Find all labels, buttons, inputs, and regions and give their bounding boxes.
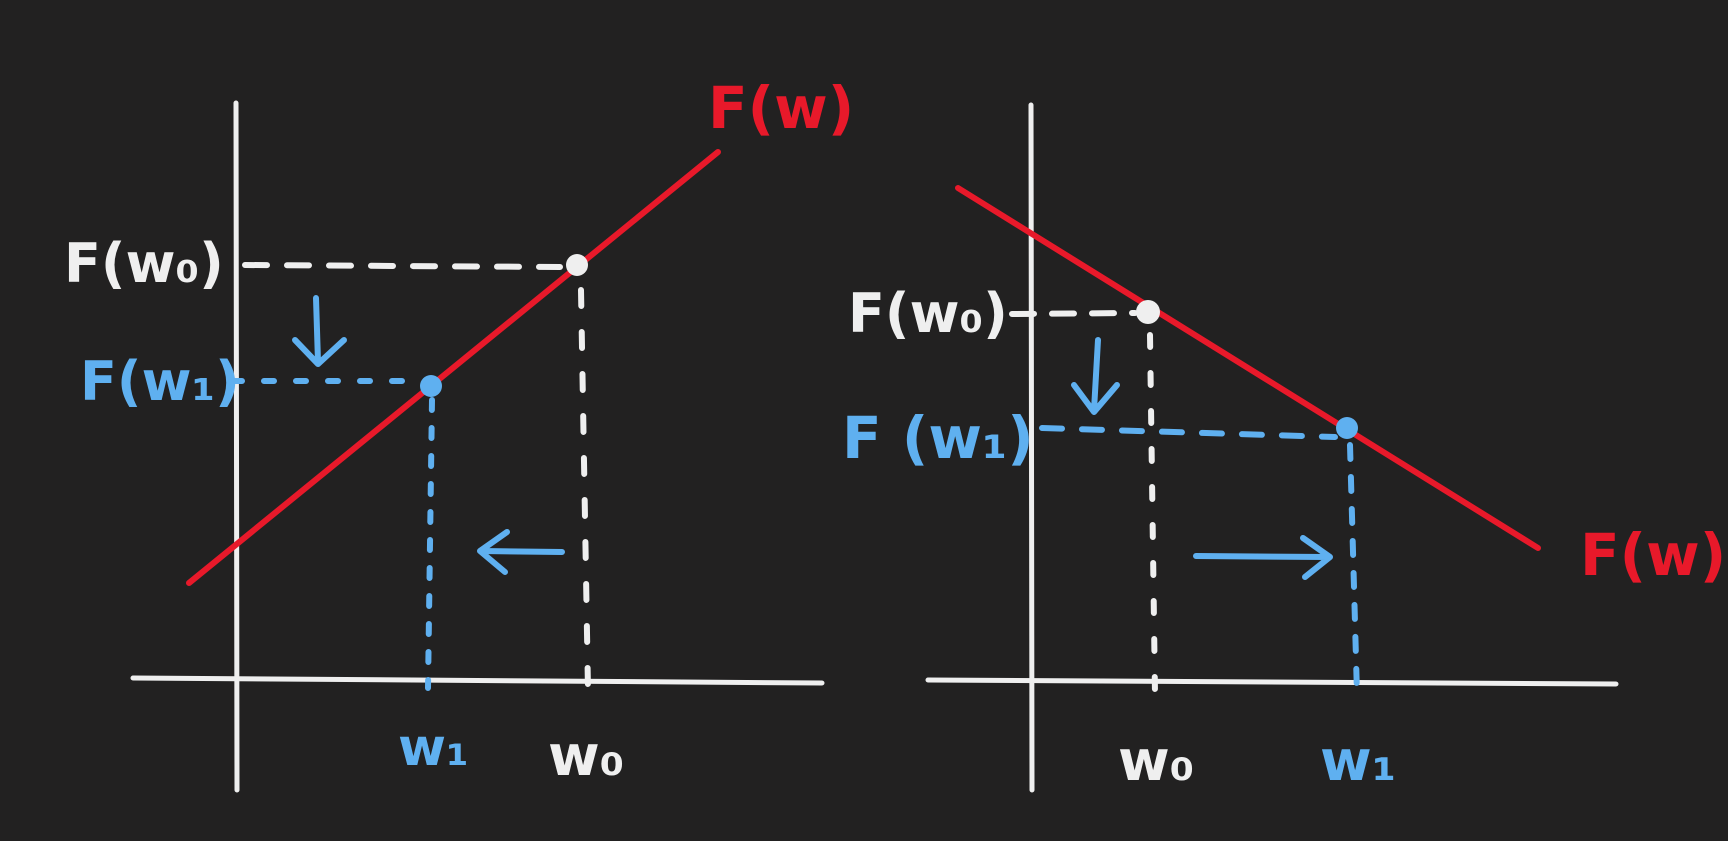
right-step-arrow-icon: [1193, 535, 1333, 580]
left-w0-horizontal-guide: [242, 262, 563, 270]
right-w0-label: w₀: [1118, 729, 1194, 794]
right-w0-horizontal-guide: [1009, 310, 1138, 317]
left-w0-vertical-guide: [578, 287, 591, 693]
left-panel: F(w) F(w₀) F(w₁) w₁ w₀: [64, 74, 854, 793]
left-w1-label: w₁: [398, 718, 469, 778]
left-curve-line: [186, 149, 721, 586]
left-f-w1-label: F(w₁): [80, 350, 240, 413]
right-y-axis: [1028, 102, 1035, 793]
right-w1-horizontal-guide: [1039, 425, 1338, 440]
right-f-w0-label: F(w₀): [848, 282, 1008, 345]
right-f-w1-label: F (w₁): [842, 404, 1034, 472]
left-f-w0-label: F(w₀): [64, 232, 224, 295]
left-w1-point: [420, 375, 442, 397]
right-panel: F(w₀) F (w₁) F(w) w₀ w₁: [842, 102, 1726, 794]
left-w0-point: [566, 254, 588, 276]
right-w1-vertical-guide: [1347, 442, 1360, 697]
left-down-arrow-icon: [292, 295, 347, 367]
left-y-axis: [233, 100, 240, 793]
right-curve-line: [955, 185, 1541, 551]
right-w1-point: [1336, 417, 1358, 439]
left-step-arrow-icon: [477, 529, 565, 575]
left-curve-label: F(w): [708, 74, 854, 142]
right-w0-vertical-guide: [1147, 332, 1158, 697]
right-curve-label: F(w): [1580, 521, 1726, 589]
right-w1-label: w₁: [1320, 729, 1396, 794]
right-w0-point: [1136, 300, 1160, 324]
right-down-arrow-icon: [1071, 337, 1120, 415]
left-w1-vertical-guide: [425, 397, 435, 691]
left-x-axis: [130, 675, 825, 686]
right-x-axis: [925, 677, 1619, 687]
left-w0-label: w₀: [548, 724, 624, 789]
